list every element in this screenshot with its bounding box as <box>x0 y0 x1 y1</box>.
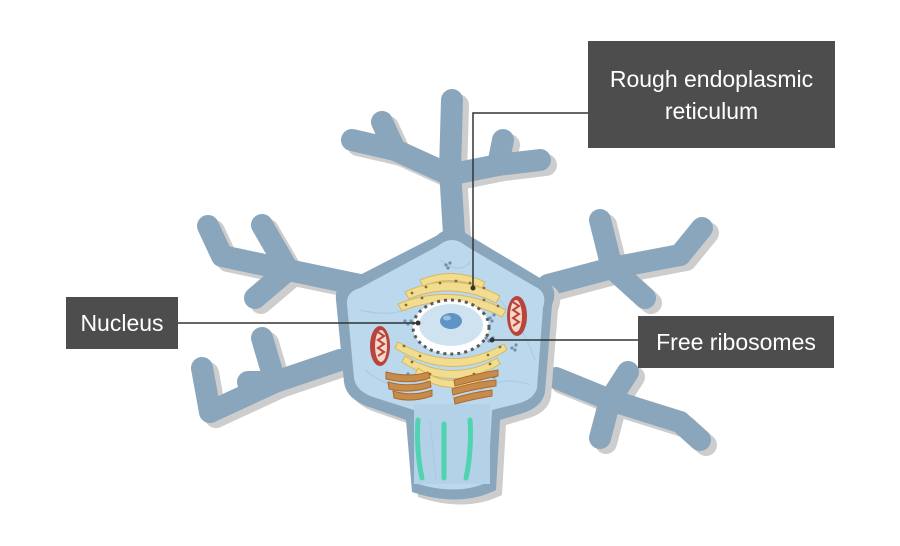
leader-dots <box>415 285 495 343</box>
microtubules <box>415 417 473 481</box>
nucleolus-highlight <box>443 315 451 321</box>
mitochondrion-left <box>370 326 390 366</box>
golgi-right <box>451 369 499 405</box>
axon-hillock <box>414 404 490 484</box>
leader-lines <box>178 112 638 341</box>
nucleolus <box>440 313 462 329</box>
label-rough-endoplasmic-reticulum: Rough endoplasmic reticulum <box>588 41 835 148</box>
mitochondrion-right <box>507 296 527 336</box>
label-free-ribosomes: Free ribosomes <box>638 316 834 368</box>
label-rer-line2: reticulum <box>664 97 759 124</box>
leader-line-rer <box>472 112 588 288</box>
er-ribosomes <box>402 279 502 376</box>
label-nucleus: Nucleus <box>66 297 178 349</box>
label-rer-line1: Rough endoplasmic <box>609 65 814 92</box>
golgi-left <box>385 371 433 401</box>
dendrites <box>191 89 713 451</box>
